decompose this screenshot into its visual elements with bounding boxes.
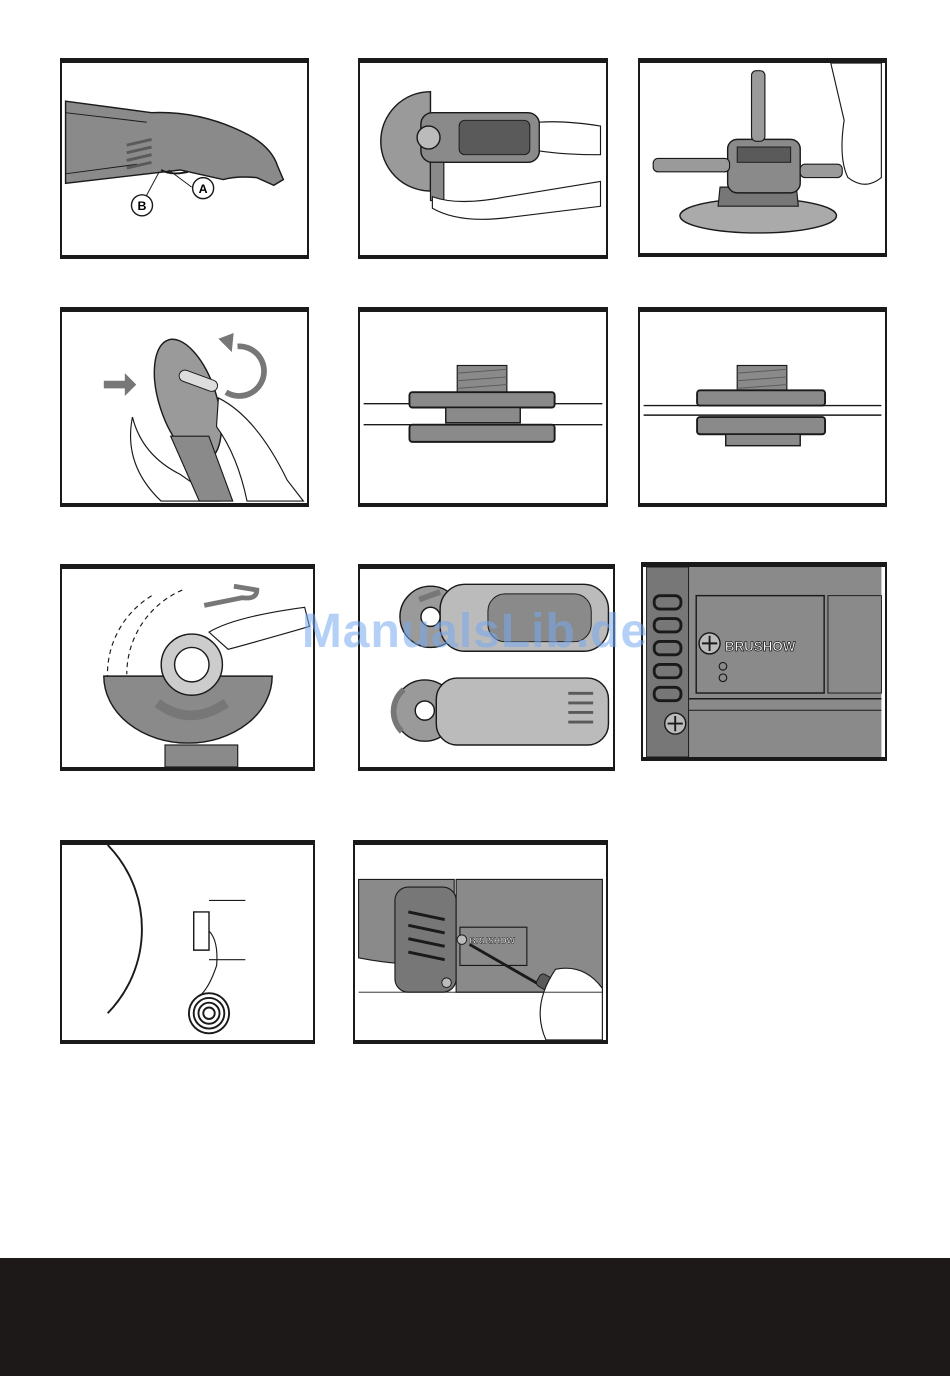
- carbon-brush-illustration: [62, 845, 313, 1040]
- figure-flange-thin-disc: [638, 307, 887, 507]
- figure-remove-brush-cover: BRUSHOW: [353, 840, 608, 1044]
- grinder-front-handles-illustration: [640, 63, 885, 253]
- grinder-top-grip-illustration: [360, 63, 606, 255]
- flange-arrangement-b: [640, 312, 885, 503]
- remove-brush-cover-illustration: BRUSHOW: [355, 845, 606, 1040]
- flange-arrangement-a: [360, 312, 606, 503]
- disc-fitting-illustration: [62, 312, 307, 503]
- figure-guard-adjust: [60, 564, 315, 771]
- push-arrow: [104, 373, 136, 396]
- figure-fit-disc: [60, 307, 309, 507]
- guard-orientation-illustration: [360, 569, 613, 767]
- brush-cover-label-small: BRUSHOW: [470, 935, 516, 945]
- label-b: B: [138, 199, 147, 213]
- brush-cover-illustration: BRUSHOW: [643, 567, 885, 757]
- rotate-arrow: [226, 346, 264, 396]
- figure-auxiliary-handle-positions: [638, 58, 887, 257]
- grinder-side-illustration: A B: [62, 63, 307, 255]
- figure-flange-thick-disc: [358, 307, 608, 507]
- figure-carbon-brush: [60, 840, 315, 1044]
- label-a: A: [199, 182, 208, 196]
- figure-switch-lock: A B: [60, 58, 309, 259]
- figure-two-hand-grip: [358, 58, 608, 259]
- screw-icon: [442, 978, 452, 988]
- brush-cover-label: BRUSHOW: [725, 639, 796, 654]
- guard-adjust-illustration: [62, 569, 313, 767]
- brush-spring-icon: [189, 993, 229, 1033]
- figure-brush-cover: BRUSHOW: [641, 562, 887, 761]
- screw-icon: [457, 935, 467, 945]
- figure-guard-orientation: [358, 564, 615, 771]
- footer-bar: [0, 1258, 950, 1376]
